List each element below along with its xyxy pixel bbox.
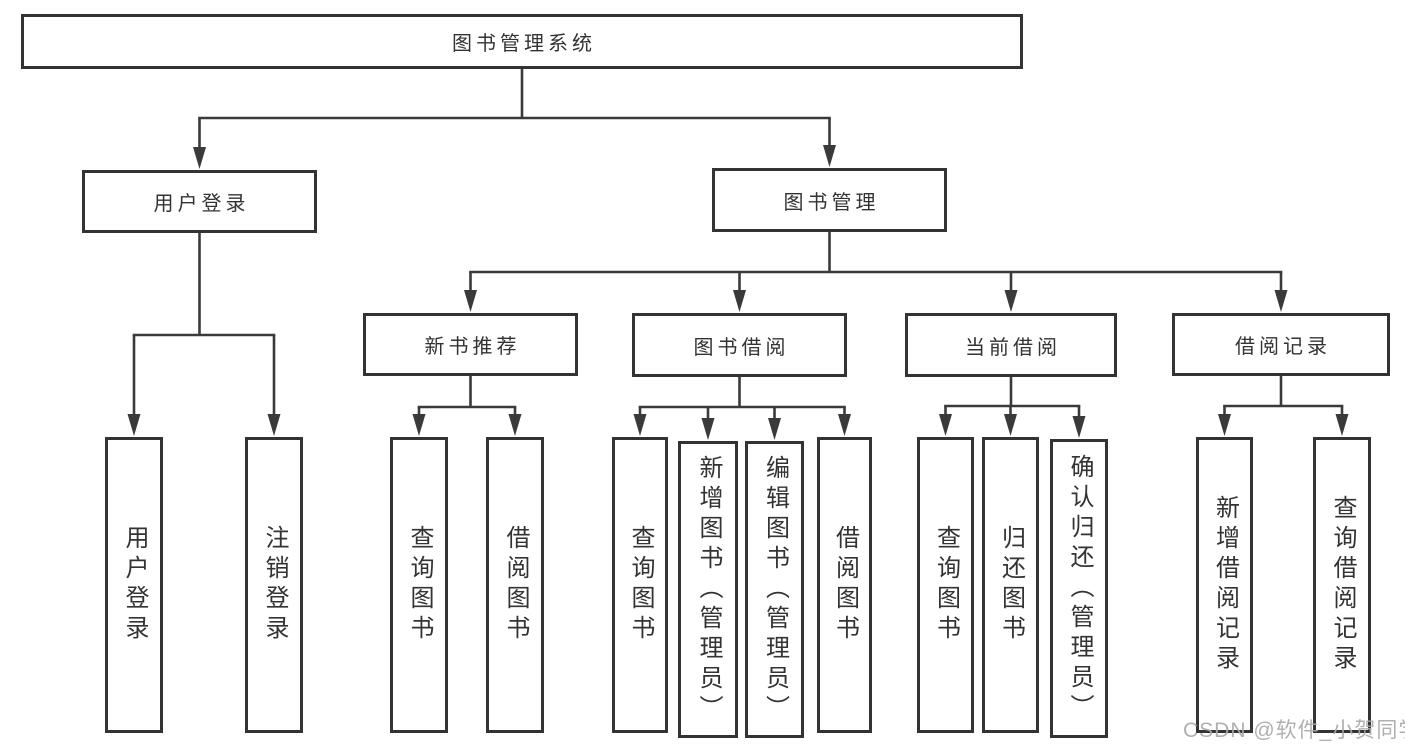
node-borrow-lend: 借阅图书 — [817, 437, 872, 733]
arrowhead-icon — [464, 290, 477, 312]
node-login-user: 用户登录 — [105, 437, 163, 733]
node-login-logout: 注销登录 — [245, 437, 303, 733]
watermark: CSDN @软件_小贺同学 — [1183, 719, 1405, 742]
node-record-add: 新增借阅记录 — [1196, 437, 1253, 733]
node-cur-confirm: 确认归还（管理员） — [1050, 439, 1108, 738]
node-borrow-query: 查询图书 — [612, 437, 668, 733]
arrowhead-icon — [1004, 414, 1017, 436]
arrowhead-icon — [733, 290, 746, 312]
arrowhead-icon — [701, 418, 715, 440]
arrowhead-icon — [823, 145, 836, 167]
node-login: 用户登录 — [82, 170, 317, 233]
node-borrow: 图书借阅 — [632, 313, 847, 377]
node-cur-query: 查询图书 — [917, 437, 974, 733]
node-borrow-edit: 编辑图书（管理员） — [745, 441, 804, 738]
node-record: 借阅记录 — [1172, 313, 1390, 376]
node-mgmt: 图书管理 — [712, 168, 947, 232]
arrowhead-icon — [768, 418, 781, 440]
node-root: 图书管理系统 — [21, 14, 1023, 69]
node-rec-borrow: 借阅图书 — [486, 437, 544, 733]
arrowhead-icon — [1004, 290, 1018, 312]
node-cur-return: 归还图书 — [982, 437, 1039, 733]
arrowhead-icon — [939, 414, 952, 436]
arrowhead-icon — [1274, 290, 1288, 312]
arrowhead-icon — [412, 414, 426, 436]
arrowhead-icon — [633, 414, 647, 436]
arrowhead-icon — [1218, 414, 1231, 436]
arrowhead-icon — [193, 147, 206, 169]
node-borrow-add: 新增图书（管理员） — [678, 441, 738, 738]
node-rec-query: 查询图书 — [390, 437, 448, 733]
arrowhead-icon — [838, 414, 851, 436]
arrowhead-icon — [508, 414, 522, 436]
node-rec: 新书推荐 — [363, 313, 578, 376]
arrowhead-icon — [1072, 416, 1086, 438]
arrowhead-icon — [1335, 414, 1349, 436]
arrowhead-icon — [267, 414, 281, 436]
node-record-query: 查询借阅记录 — [1313, 437, 1371, 733]
arrowhead-icon — [127, 414, 141, 436]
node-current: 当前借阅 — [905, 313, 1117, 377]
